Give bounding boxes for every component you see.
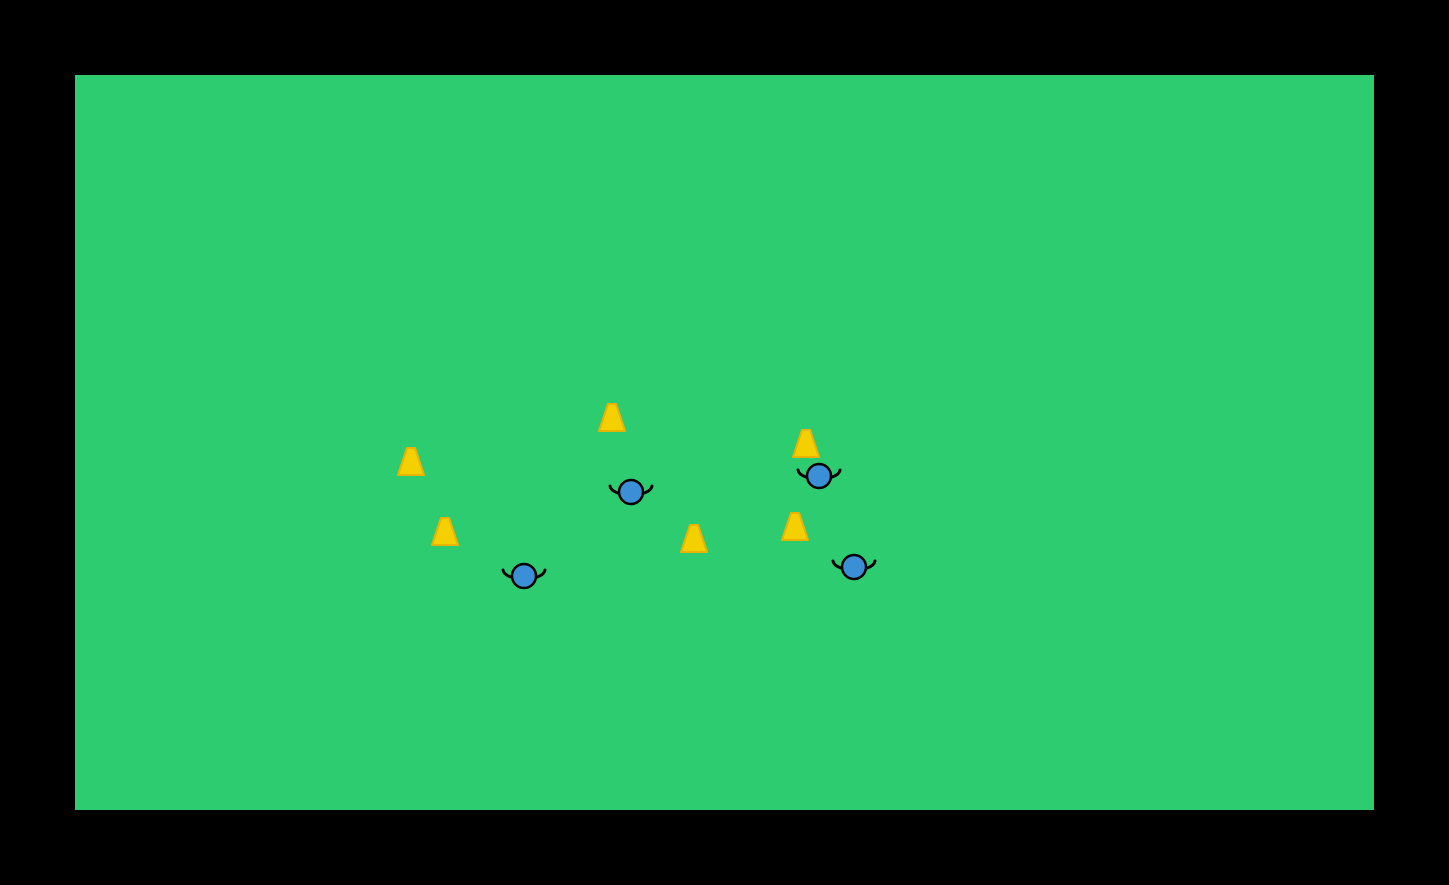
player-icon	[796, 462, 842, 490]
drill-diagram	[75, 75, 1374, 810]
cone-icon	[598, 403, 626, 432]
cones-layer	[397, 403, 820, 553]
pitch	[75, 75, 1374, 810]
cone-icon	[792, 429, 820, 458]
players-layer	[501, 462, 877, 590]
cone-icon	[397, 447, 425, 476]
pitch-surface	[75, 75, 1374, 810]
cone-icon	[680, 524, 708, 553]
cone-icon	[781, 512, 809, 541]
player-icon	[831, 553, 877, 581]
player-icon	[608, 478, 654, 506]
cone-icon	[431, 517, 459, 546]
player-icon	[501, 562, 547, 590]
